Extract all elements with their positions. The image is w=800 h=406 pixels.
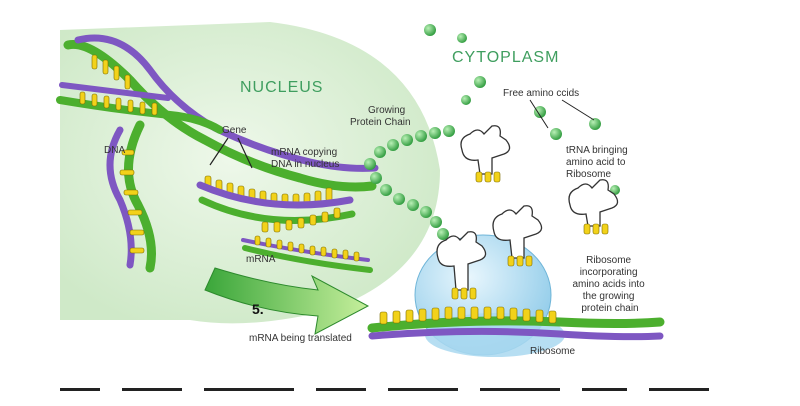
translation-arrow: [204, 267, 370, 335]
free-amino-pointer: [529, 99, 595, 129]
mrna-translated-label: mRNA being translated: [249, 333, 352, 344]
mrna-copying-label: mRNA copying DNA in nucleus: [271, 147, 340, 170]
trna-anticodons: [451, 171, 609, 300]
mrna-label: mRNA: [246, 254, 276, 265]
dna-label: DNA: [104, 145, 125, 156]
growing-chain-label: Growing Protein Chain: [350, 105, 411, 128]
gene-pointer: [209, 137, 253, 169]
cytoplasm-label: CYTOPLASM: [452, 49, 559, 66]
free-amino-label: Free amino ccids: [503, 88, 579, 99]
trna-molecules: [436, 125, 619, 291]
step-number: 5.: [252, 301, 264, 317]
cropped-text-line: [60, 388, 750, 400]
trna-label: tRNA bringing amino acid to Ribosome: [566, 145, 630, 180]
dna-helix: [56, 34, 379, 273]
ribosome-label: Ribosome: [530, 346, 575, 357]
nucleus-label: NUCLEUS: [240, 79, 323, 96]
protein-chain: [364, 125, 455, 253]
ribosome-incorporating-label: Ribosome incorporating amino acids into …: [572, 255, 647, 314]
gene-label: Gene: [222, 125, 247, 136]
mrna-strand: [241, 235, 373, 273]
translated-mrna: [367, 306, 665, 341]
